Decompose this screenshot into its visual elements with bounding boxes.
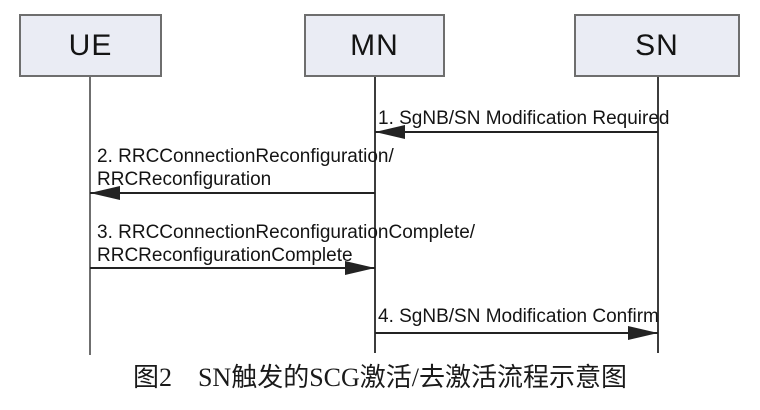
arrowhead-right-icon (345, 261, 375, 275)
entity-label-sn: SN (635, 28, 679, 62)
lifeline-ue (89, 77, 91, 355)
message-3-label-line1: 3. RRCConnectionReconfigurationComplete/ (97, 222, 476, 243)
entity-box-mn: MN (304, 14, 445, 77)
arrowhead-left-icon (375, 125, 405, 139)
message-4-line (375, 332, 658, 334)
message-1-line (375, 131, 658, 133)
entity-label-mn: MN (350, 28, 399, 62)
message-2-label-line2: RRCReconfiguration (97, 169, 272, 190)
lifeline-mn (374, 77, 376, 353)
message-1-label: 1. SgNB/SN Modification Required (378, 108, 670, 129)
entity-label-ue: UE (68, 28, 113, 62)
entity-box-sn: SN (574, 14, 740, 77)
message-3-label-line2: RRCReconfigurationComplete (97, 245, 353, 266)
message-4-label: 4. SgNB/SN Modification Confirm (378, 306, 659, 327)
lifeline-sn (657, 77, 659, 353)
arrowhead-right-icon (628, 326, 658, 340)
message-2-line (90, 192, 375, 194)
message-3-line (90, 267, 375, 269)
entity-box-ue: UE (19, 14, 162, 77)
message-2-label-line1: 2. RRCConnectionReconfiguration/ (97, 146, 394, 167)
arrowhead-left-icon (90, 186, 120, 200)
figure-caption: 图2 SN触发的SCG激活/去激活流程示意图 (132, 363, 628, 392)
